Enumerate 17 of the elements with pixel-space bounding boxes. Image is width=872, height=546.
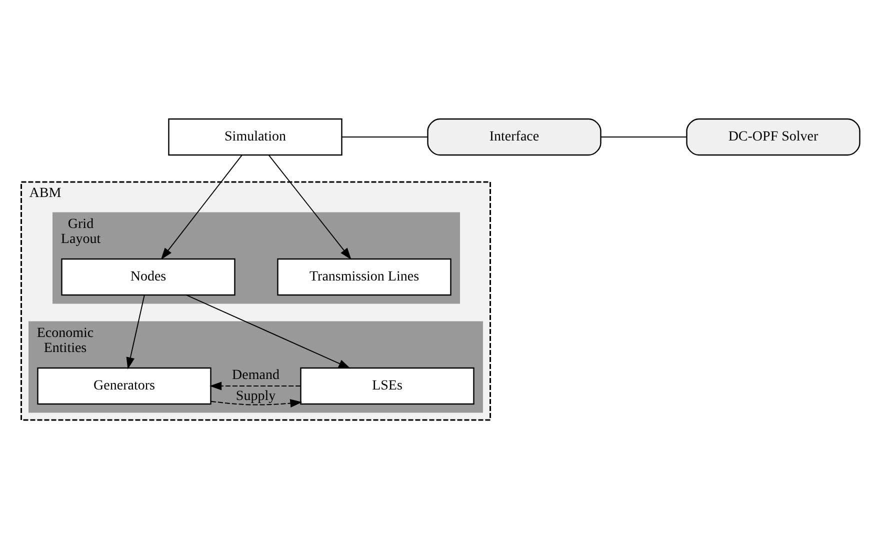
arrow [268,154,351,260]
node-box: DC-OPF Solver [686,118,860,156]
arrow [160,154,242,260]
connector [600,136,687,137]
arrow [210,398,302,407]
node-box: Simulation [168,118,342,156]
node-box: Interface [426,118,601,156]
node-box: Nodes [60,258,235,296]
node-box: LSEs [300,366,474,404]
arrow [126,294,144,369]
connector [340,136,428,137]
arrow [209,381,300,390]
node-box: Generators [36,366,211,404]
edge-label: Supply [235,388,276,404]
arrow [185,294,350,368]
edge-label: Demand [232,368,279,383]
node-box: Transmission Lines [276,258,451,296]
